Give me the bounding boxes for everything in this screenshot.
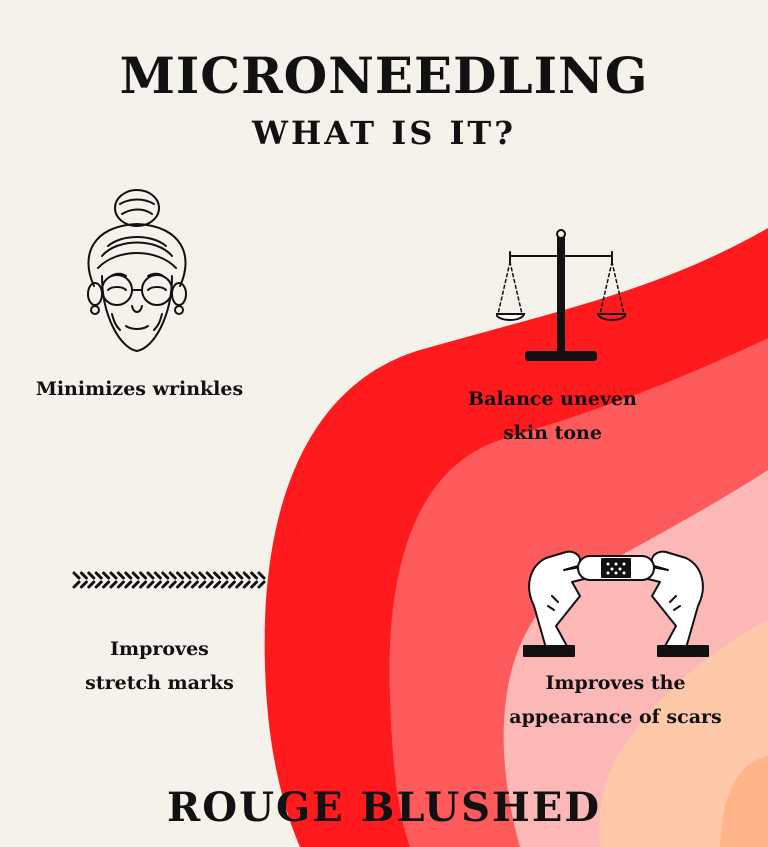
wave-peach: [599, 620, 768, 847]
benefit-label-line: Improves the: [545, 672, 686, 694]
stretch-marks-icon: [72, 571, 266, 589]
page-subtitle: WHAT IS IT?: [252, 114, 516, 152]
benefit-label-line: skin tone: [503, 422, 602, 444]
benefit-label-scars: Improves the appearance of scars: [488, 666, 743, 734]
wave-apricot: [720, 756, 768, 847]
benefit-label-line: stretch marks: [85, 672, 234, 694]
benefit-label-skin-tone: Balance uneven skin tone: [430, 382, 675, 450]
balance-scale-icon: [496, 229, 626, 361]
benefit-label-line: Improves: [110, 638, 209, 660]
brand-name: ROUGE BLUSHED: [166, 784, 602, 831]
benefit-label-line: Minimizes wrinkles: [35, 378, 244, 400]
bandage-hands-icon: [523, 550, 709, 657]
benefit-label-wrinkles: Minimizes wrinkles: [22, 372, 257, 406]
benefit-label-stretch-marks: Improves stretch marks: [52, 632, 267, 700]
page-title: MICRONEEDLING: [119, 46, 649, 105]
benefit-label-line: appearance of scars: [509, 706, 722, 728]
elderly-woman-icon: [87, 189, 187, 352]
benefit-label-line: Balance uneven: [468, 388, 637, 410]
